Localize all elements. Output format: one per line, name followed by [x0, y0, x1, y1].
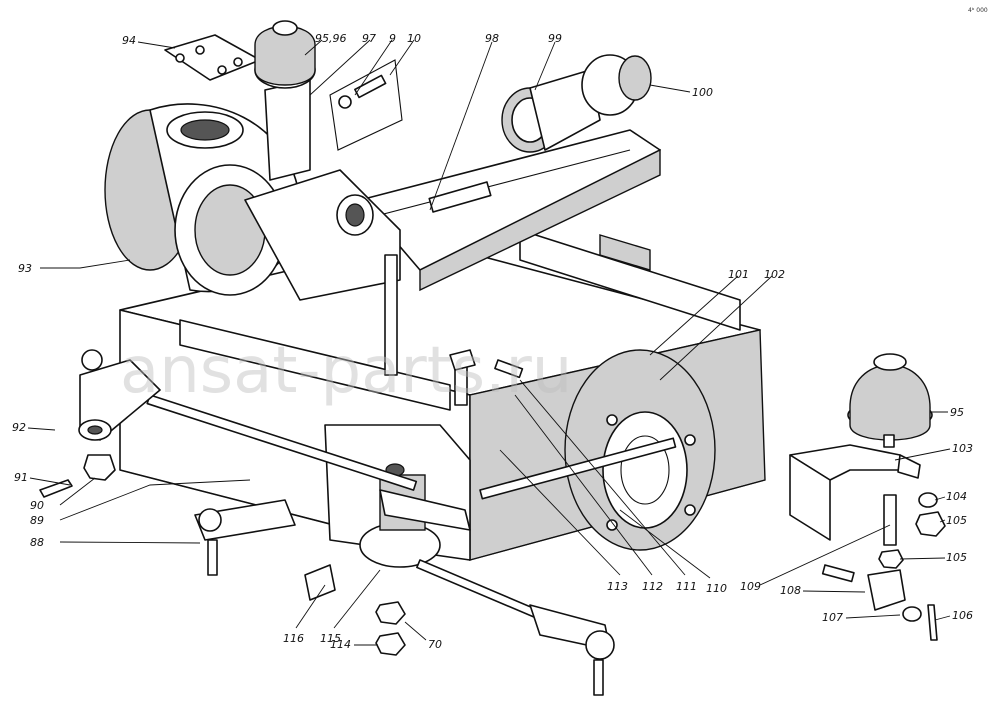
- bracket-103: [789, 444, 921, 541]
- plate-116: [304, 564, 336, 601]
- callout-108: 108: [780, 584, 801, 597]
- callout-114: 114: [330, 638, 351, 651]
- corner-mark: 4ᵇ 000: [968, 7, 988, 14]
- callout-115: 115: [320, 632, 341, 645]
- callout-111: 111: [676, 580, 697, 593]
- bolts-112-113: [449, 349, 524, 406]
- central-bracket: [244, 169, 401, 376]
- bearing-bush: [501, 54, 652, 153]
- callout-92: 92: [12, 421, 26, 434]
- callout-88: 88: [30, 536, 44, 549]
- washer-107: [902, 606, 922, 622]
- callout-105-lower: 105: [946, 551, 967, 564]
- nuts-114-70: [375, 601, 406, 656]
- callout-102: 102: [764, 268, 785, 281]
- rubber-mount-95: [847, 353, 933, 448]
- callout-110: 110: [706, 582, 727, 595]
- callout-103: 103: [952, 442, 973, 455]
- rubber-mount-top: [254, 20, 316, 89]
- callout-9: 9: [389, 32, 396, 45]
- castle-nut-90: [83, 454, 116, 481]
- callout-70: 70: [428, 638, 442, 651]
- callout-93: 93: [18, 262, 32, 275]
- ball-joint-88: [194, 499, 296, 576]
- callout-94: 94: [122, 34, 136, 47]
- callout-105-upper: 105: [946, 514, 967, 527]
- callout-10: 10: [407, 32, 421, 45]
- callout-97: 97: [362, 32, 376, 45]
- callout-104: 104: [946, 490, 967, 503]
- gear-housing: [104, 103, 301, 296]
- callout-112: 112: [642, 580, 663, 593]
- callout-109: 109: [740, 580, 761, 593]
- callout-95-96: 95,96: [315, 32, 347, 45]
- callout-99: 99: [548, 32, 562, 45]
- front-bracket: [324, 424, 471, 568]
- callout-100: 100: [692, 86, 713, 99]
- bolt-108: [821, 564, 855, 583]
- bolt-washer-group: [329, 59, 403, 151]
- callout-113: 113: [607, 580, 628, 593]
- pin-106: [927, 604, 938, 641]
- clamp-108: [867, 569, 906, 611]
- callout-95: 95: [950, 406, 964, 419]
- ball-joint-lower: [529, 604, 615, 696]
- stud-109: [883, 494, 897, 546]
- callout-116: 116: [283, 632, 304, 645]
- callout-90: 90: [30, 499, 44, 512]
- washer-104: [918, 492, 938, 508]
- callout-91: 91: [14, 471, 28, 484]
- callout-106: 106: [952, 609, 973, 622]
- nut-105b: [878, 549, 904, 569]
- leader-lines: [27, 39, 951, 646]
- callout-89: 89: [30, 514, 44, 527]
- nut-105a: [915, 511, 946, 537]
- callout-labels: 94 95,96 97 9 10 98 99 100 93 101 102 95…: [12, 32, 973, 651]
- callout-98: 98: [485, 32, 499, 45]
- callout-101: 101: [728, 268, 749, 281]
- callout-107: 107: [822, 611, 843, 624]
- upper-rail: [359, 129, 661, 292]
- steering-arm-left: [78, 349, 161, 441]
- watermark-text: ansat-parts.ru: [120, 334, 572, 408]
